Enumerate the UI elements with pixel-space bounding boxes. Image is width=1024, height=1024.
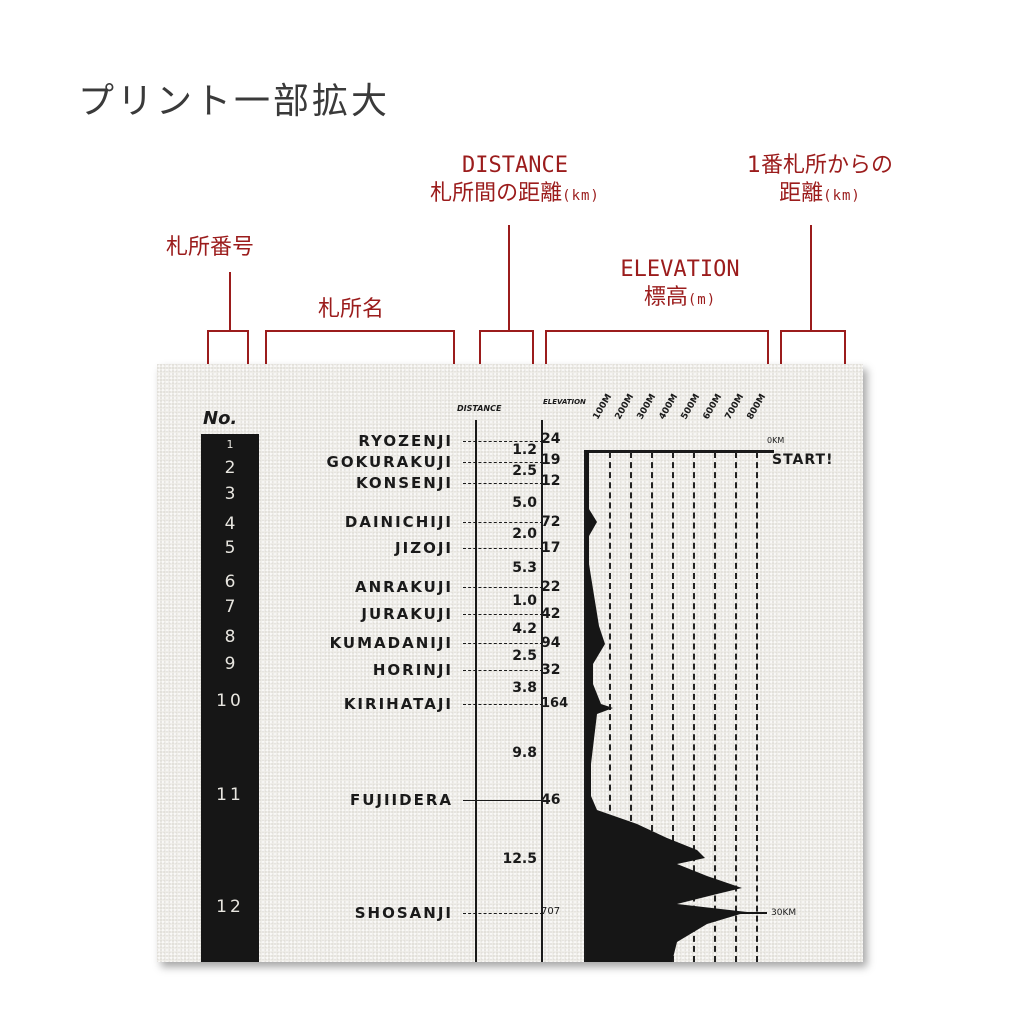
temple-name: KONSENJI [355,474,453,492]
grid-line [756,452,758,962]
distance-column-right [541,420,543,962]
annotation-cumulative: 1番札所からの 距離(km) [705,152,935,207]
annotation-name: 札所名 [318,297,385,322]
distance-value: 2.0 [512,526,537,542]
temple-number: 10 [216,691,244,711]
temple-name: JURAKUJI [361,605,453,623]
temple-name: SHOSANJI [354,904,453,922]
grid-line [693,452,695,962]
elevation-value: 164 [541,696,569,711]
start-km-label: 0KM [767,436,785,445]
temple-number: 6 [224,572,236,592]
leader-line [463,462,543,463]
cumulative-jp: 距離 [779,180,824,206]
elevation-en: ELEVATION [620,257,740,282]
elevation-value: 72 [541,514,561,530]
leader-line [463,614,543,615]
distance-value: 2.5 [512,463,537,479]
grid-line [714,452,716,962]
grid-line [672,452,674,962]
temple-name: RYOZENJI [358,432,453,450]
elevation-value: 707 [541,906,561,917]
elevation-value: 94 [541,635,561,651]
temple-number: 3 [224,484,236,504]
temple-name: KUMADANIJI [329,634,453,652]
temple-name: GOKURAKUJI [326,453,453,471]
elevation-value: 19 [541,452,561,468]
elevation-value: 22 [541,579,561,595]
annotation-number: 札所番号 [166,235,255,260]
elevation-unit: (m) [687,291,717,308]
elevation-header: ELEVATION [543,398,586,406]
elevation-value: 42 [541,606,561,622]
leader-line [463,670,543,671]
distance-value: 2.5 [512,648,537,664]
leader-line [463,483,543,484]
temple-name: KIRIHATAJI [343,695,453,713]
leader-line [463,587,543,588]
temple-name: DAINICHIJI [344,513,453,531]
elevation-value: 12 [541,473,561,489]
cumulative-line1: 1番札所からの [747,153,893,178]
fabric-print: No. DISTANCE ELEVATION 100M 200M 300M 40… [157,364,863,962]
distance-value: 1.0 [512,593,537,609]
leader-line [463,704,543,705]
leader-line [463,913,543,914]
elevation-value: 24 [541,431,561,447]
elevation-value: 17 [541,540,561,556]
start-label: START! [772,452,834,468]
temple-number: 9 [224,654,236,674]
temple-name: ANRAKUJI [354,578,453,596]
grid-line [630,452,632,962]
temple-number: 8 [224,627,236,647]
leader-line [463,643,543,644]
distance-jp: 札所間の距離 [430,180,563,206]
cumulative-unit: (km) [823,187,861,204]
distance-column-left [475,420,477,962]
temple-number: 5 [224,538,236,558]
elevation-profile [586,450,767,962]
temple-number: 4 [224,514,236,534]
temple-name: JIZOJI [395,539,453,557]
leader-line [463,548,543,549]
temple-number: 11 [216,785,244,805]
distance-value: 4.2 [512,621,537,637]
grid-line [651,452,653,962]
number-column: 1 2 3 4 5 6 7 8 9 10 11 12 [201,434,259,962]
temple-number: 1 [226,438,234,451]
temple-number: 12 [216,897,244,917]
leader-line [463,441,543,442]
grid-line [735,452,737,962]
annotation-elevation: ELEVATION 標高(m) [585,256,775,311]
distance-value: 1.2 [512,442,537,458]
cumulative-line2: 距離(km) [705,180,935,208]
temple-name: FUJIIDERA [349,791,453,809]
elevation-jp-row: 標高(m) [585,284,775,312]
leader-line [463,800,543,801]
elevation-top-rule [584,450,774,453]
distance-value: 3.8 [512,680,537,696]
distance-value: 12.5 [502,851,537,867]
distance-value: 5.0 [512,495,537,511]
distance-value: 5.3 [512,560,537,576]
annotation-distance: DISTANCE 札所間の距離(km) [380,152,650,207]
distance-unit: (km) [562,187,600,204]
distance-en: DISTANCE [462,153,568,178]
distance-jp-row: 札所間の距離(km) [380,180,650,208]
distance-header: DISTANCE [457,404,502,413]
page-title: プリント一部拡大 [78,81,391,122]
no-header: No. [203,408,238,429]
temple-name: HORINJI [372,661,453,679]
distance-value: 9.8 [512,745,537,761]
end-km-label: 30KM [771,908,797,918]
leader-line [463,522,543,523]
temple-number: 2 [224,458,236,478]
elevation-value: 46 [541,792,561,808]
elevation-jp: 標高 [643,284,688,310]
elevation-value: 32 [541,662,561,678]
temple-number: 7 [224,597,236,617]
